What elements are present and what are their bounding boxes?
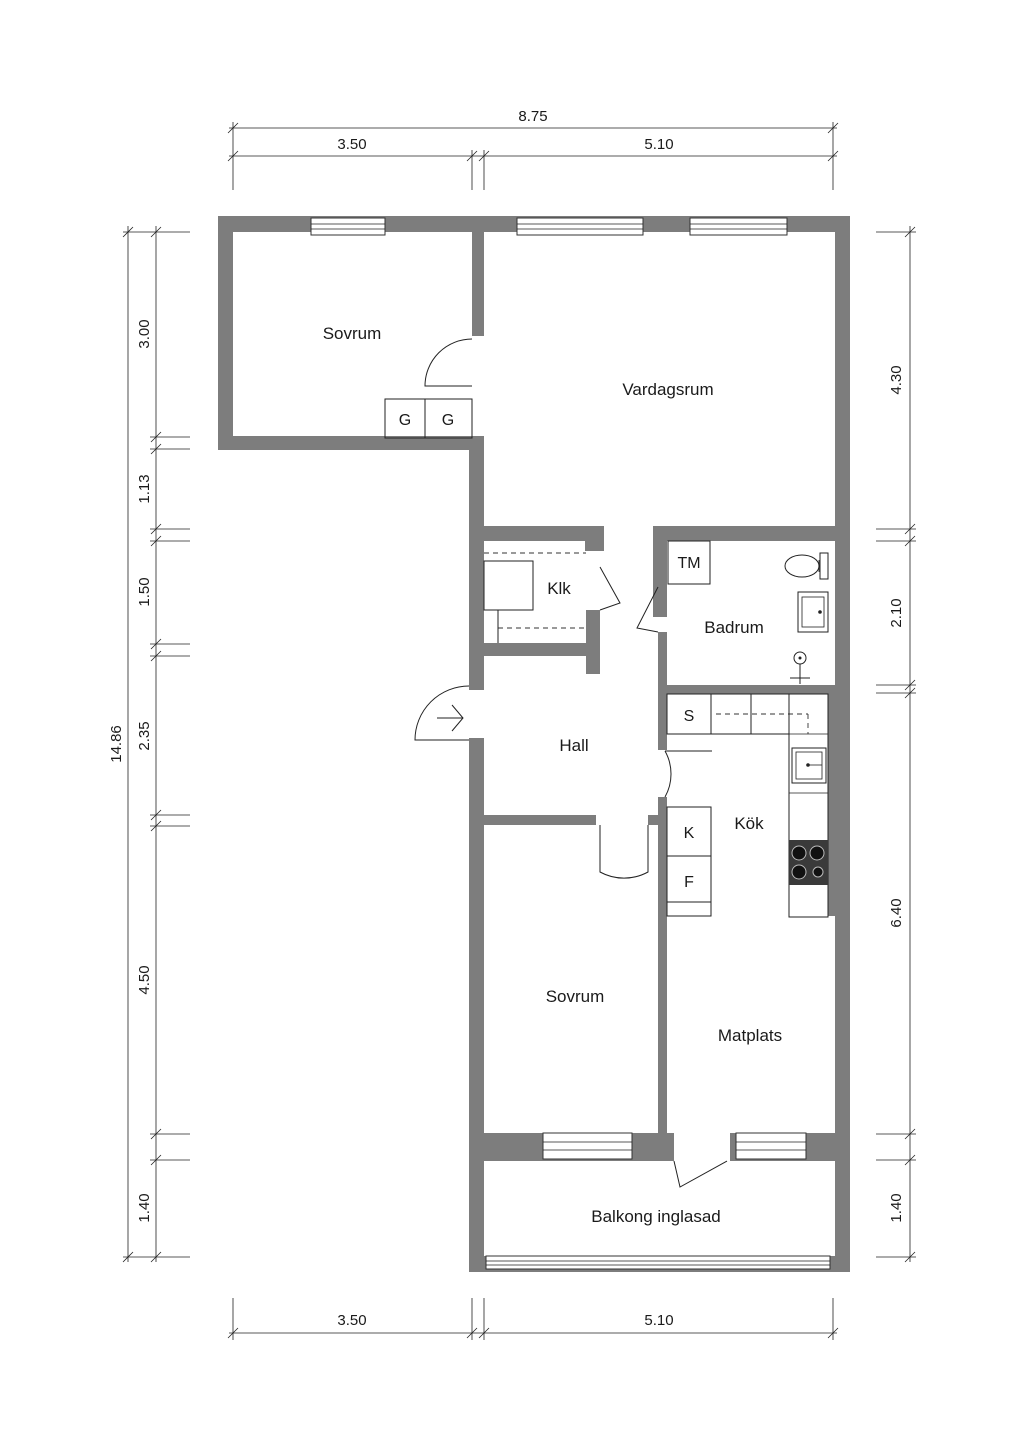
room-badrum: Badrum: [704, 618, 764, 637]
washing-machine-label: TM: [677, 555, 700, 572]
dim-right-seg-3: 6.40: [888, 898, 905, 927]
wardrobe-label-1: G: [399, 412, 411, 429]
wardrobe-label-2: G: [442, 412, 454, 429]
stove-icon: [789, 840, 828, 885]
dim-left-seg-1: 3.00: [136, 319, 153, 348]
room-labels: Sovrum Vardagsrum Klk Badrum Hall Kök So…: [323, 324, 782, 1226]
room-sovrum-bottom: Sovrum: [546, 987, 605, 1006]
room-hall: Hall: [559, 736, 588, 755]
dimension-lines: [122, 122, 916, 1340]
dim-top-total: 8.75: [518, 108, 547, 125]
room-vardagsrum: Vardagsrum: [622, 380, 713, 399]
dimension-labels: 8.75 3.50 5.10 3.50 5.10 14.86 3.00 1.13…: [108, 108, 905, 1329]
dim-bottom-left: 3.50: [337, 1312, 366, 1329]
dim-left-seg-6: 1.40: [136, 1193, 153, 1222]
shower-icon: [790, 651, 810, 684]
washbasin-icon: [797, 591, 829, 633]
fridge-label: K: [684, 825, 695, 842]
dim-left-seg-3: 1.50: [136, 577, 153, 606]
storage-label: S: [684, 708, 695, 725]
room-matplats: Matplats: [718, 1026, 782, 1045]
room-klk: Klk: [547, 579, 571, 598]
room-sovrum-top: Sovrum: [323, 324, 382, 343]
dim-left-seg-2: 1.13: [136, 474, 153, 503]
freezer-label: F: [684, 874, 694, 891]
dim-left-seg-4: 2.35: [136, 721, 153, 750]
windows: [310, 217, 831, 1270]
washing-machine: [667, 540, 711, 585]
wardrobe-2: [424, 398, 473, 439]
doors: [414, 338, 728, 1188]
dim-right-seg-1: 4.30: [888, 365, 905, 394]
closet-shelves: [483, 552, 586, 643]
dim-left-total: 14.86: [108, 725, 125, 763]
dim-left-seg-5: 4.50: [136, 965, 153, 994]
bathroom-fixtures: TM: [667, 540, 829, 684]
dim-top-right: 5.10: [644, 136, 673, 153]
dim-right-seg-2: 2.10: [888, 598, 905, 627]
dim-right-seg-4: 1.40: [888, 1193, 905, 1222]
dim-top-left: 3.50: [337, 136, 366, 153]
toilet-icon: [784, 552, 829, 580]
room-kok: Kök: [734, 814, 764, 833]
kitchen-sink-icon: [791, 747, 827, 784]
kitchen-fixtures: S K F: [666, 693, 829, 918]
wardrobe-units: G G: [384, 398, 473, 439]
room-balkong: Balkong inglasad: [591, 1207, 720, 1226]
dim-bottom-right: 5.10: [644, 1312, 673, 1329]
walls: [218, 216, 850, 1272]
